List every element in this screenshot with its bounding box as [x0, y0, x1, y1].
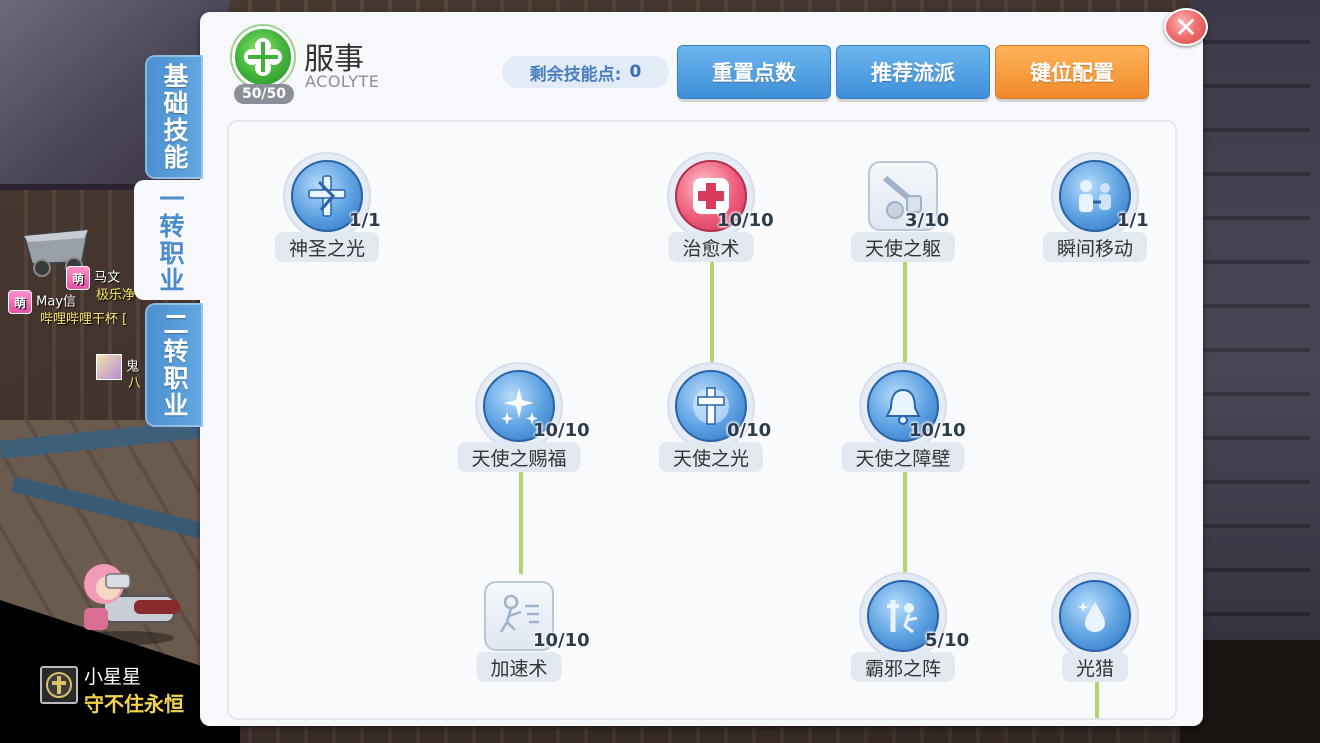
- close-button[interactable]: ✕: [1164, 8, 1208, 46]
- skill-name: 治愈术: [668, 232, 754, 262]
- chat-message: 极乐净: [96, 288, 136, 303]
- class-level-badge: 50/50: [234, 84, 294, 104]
- skill-icon-frame: [669, 154, 753, 238]
- tab-label: 基础技能: [160, 63, 189, 171]
- skill-name: 加速术: [476, 652, 562, 682]
- skill-holy-light[interactable]: 1/1 神圣之光: [257, 154, 397, 278]
- signum-icon: [867, 580, 939, 652]
- tab-label: 一转职业: [156, 186, 185, 294]
- chat-line: 萌 马文: [66, 266, 120, 290]
- guild-emblem-icon: [40, 666, 78, 704]
- building-wall: [1190, 0, 1320, 743]
- light-cross-icon: [675, 370, 747, 442]
- skill-barrier[interactable]: 10/10 天使之障壁: [833, 364, 973, 488]
- tab-first-job[interactable]: 一转职业: [134, 180, 206, 300]
- class-subtitle: ACOLYTE: [305, 72, 380, 91]
- player-guild: 守不住永恒: [84, 692, 184, 716]
- tree-connector: [1095, 682, 1099, 718]
- tab-basic-skills[interactable]: 基础技能: [145, 55, 203, 179]
- tab-label: 二转职业: [160, 311, 189, 419]
- skill-tree: 1/1 神圣之光 10/10 治愈术 3: [227, 120, 1177, 720]
- chat-sender: 马文: [94, 270, 121, 286]
- player-character[interactable]: [64, 560, 184, 646]
- cart-icon: [22, 222, 107, 277]
- skill-name: 神圣之光: [274, 232, 380, 262]
- skill-name: 霸邪之阵: [850, 652, 956, 682]
- skill-level: 0/10: [727, 420, 772, 441]
- skill-level: 10/10: [909, 420, 966, 441]
- skill-name: 天使之光: [658, 442, 764, 472]
- ruwach-icon: [1059, 580, 1131, 652]
- skill-signum[interactable]: 5/10 霸邪之阵: [833, 574, 973, 698]
- close-icon: ✕: [1174, 10, 1198, 44]
- skill-icon-frame: [861, 154, 945, 238]
- skill-icon-frame: [669, 364, 753, 448]
- chat-badge: 萌: [66, 266, 90, 290]
- skill-ruwach[interactable]: 光猎: [1025, 574, 1165, 698]
- skill-icon-frame: [1053, 574, 1137, 658]
- skill-name: 天使之赐福: [457, 442, 581, 472]
- points-label: 剩余技能点:: [529, 64, 622, 85]
- holy-light-icon: [291, 160, 363, 232]
- skill-level: 1/1: [1117, 210, 1149, 231]
- skill-level: 1/1: [349, 210, 381, 231]
- chat-avatar: [96, 354, 122, 380]
- skill-name: 天使之障壁: [841, 442, 965, 472]
- chat-line: 萌 May信: [8, 290, 76, 314]
- tree-connector: [710, 262, 714, 364]
- tree-connector: [903, 472, 907, 574]
- tree-connector: [903, 262, 907, 364]
- reset-points-button[interactable]: 重置点数: [677, 45, 831, 99]
- teleport-icon: [1059, 160, 1131, 232]
- skill-agi-up[interactable]: 10/10 加速术: [449, 574, 590, 698]
- skill-icon-frame: [285, 154, 369, 238]
- chat-message: 八: [128, 376, 142, 391]
- skill-name: 天使之躯: [850, 232, 956, 262]
- chat-message: 哔哩哔哩干杯 [: [40, 312, 128, 327]
- skill-icon-frame: [1053, 154, 1137, 238]
- chat-badge: 萌: [8, 290, 32, 314]
- skill-level: 10/10: [533, 420, 590, 441]
- skill-icon-frame: [477, 574, 561, 658]
- chat-line: 鬼: [96, 354, 139, 380]
- tab-second-job[interactable]: 二转职业: [145, 303, 203, 427]
- points-value: 0: [629, 62, 642, 82]
- skill-teleport[interactable]: 1/1 瞬间移动: [1025, 154, 1165, 278]
- player-nameplate: 小星星 守不住永恒: [40, 662, 205, 718]
- skill-heal[interactable]: 10/10 治愈术: [641, 154, 781, 278]
- shadow-floor: [1180, 640, 1320, 743]
- skill-level: 10/10: [533, 630, 590, 651]
- skill-level: 10/10: [717, 210, 774, 231]
- skill-angel-light[interactable]: 0/10 天使之光: [641, 364, 781, 488]
- skill-icon-frame: [861, 364, 945, 448]
- keybind-config-button[interactable]: 键位配置: [995, 45, 1149, 99]
- skill-angelus[interactable]: 3/10 天使之躯: [833, 154, 973, 278]
- skill-blessing[interactable]: 10/10 天使之赐福: [449, 364, 590, 488]
- angelus-icon: [868, 161, 938, 231]
- player-name: 小星星: [84, 666, 142, 688]
- chat-sender: 鬼: [126, 359, 140, 375]
- skill-name: 光猎: [1061, 652, 1129, 682]
- tree-connector: [519, 472, 523, 574]
- skill-icon-frame: [861, 574, 945, 658]
- skill-icon-frame: [477, 364, 561, 448]
- class-name: 服事: [304, 42, 364, 77]
- skill-name: 瞬间移动: [1042, 232, 1148, 262]
- agility-icon: [484, 581, 554, 651]
- skill-level: 3/10: [905, 210, 950, 231]
- chat-sender: May信: [36, 294, 77, 310]
- skill-level: 5/10: [925, 630, 970, 651]
- heal-cross-icon: [675, 160, 747, 232]
- remaining-skill-points: 剩余技能点: 0: [502, 56, 669, 88]
- barrier-bell-icon: [867, 370, 939, 442]
- recommend-build-button[interactable]: 推荐流派: [836, 45, 990, 99]
- acolyte-cross-icon: [232, 26, 294, 88]
- blessing-stars-icon: [483, 370, 555, 442]
